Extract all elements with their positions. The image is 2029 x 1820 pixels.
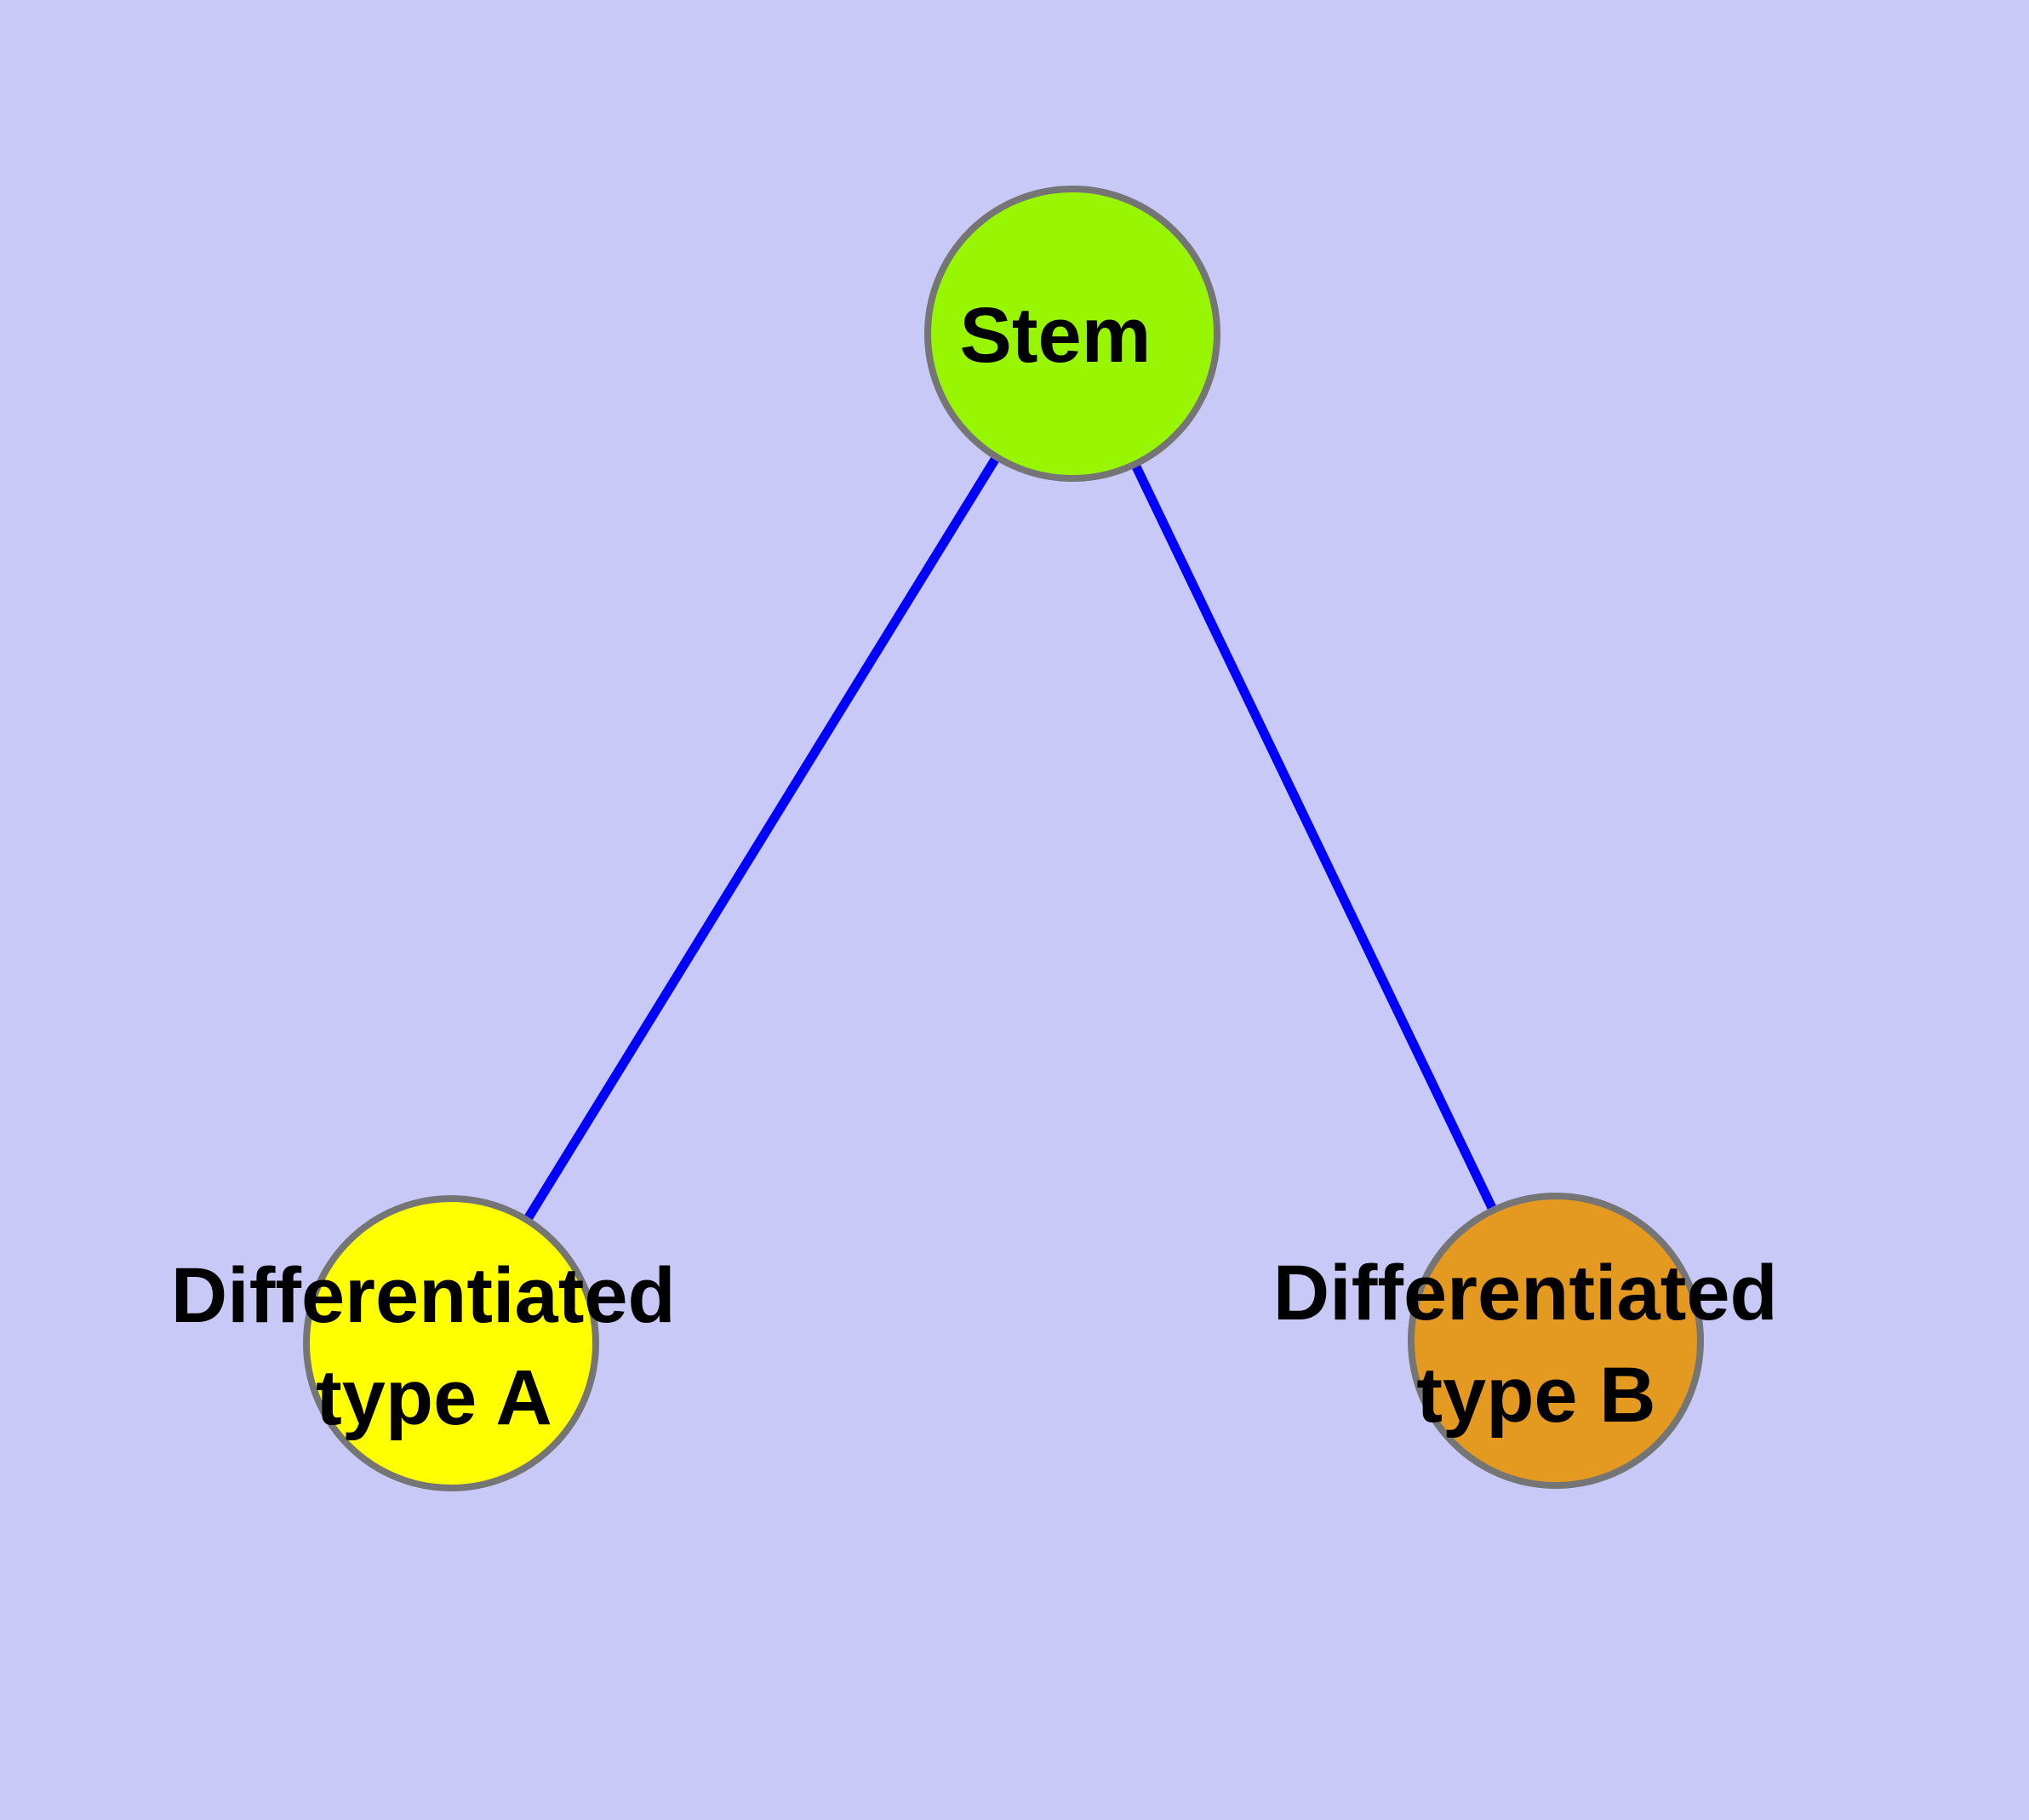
type-b-node-label: Differentiated type B [1273, 1250, 1800, 1439]
stem-node-label: Stem [960, 292, 1152, 379]
type-b-node-label-line1: Differentiated [1273, 1250, 1778, 1336]
edge-stem-to-type-a [447, 331, 1077, 1346]
stem-node-label-line: Stem [960, 292, 1152, 379]
type-a-node-label-line2: type A [316, 1354, 552, 1441]
node-differentiated-type-b: Differentiated type B [1273, 1193, 1800, 1489]
stem-node-circle [924, 186, 1220, 482]
type-a-node-label-line1: Differentiated [171, 1252, 676, 1339]
type-b-node-label-line2: type B [1416, 1352, 1655, 1439]
node-stem: Stem [924, 186, 1220, 482]
edge-stem-to-type-b [1068, 331, 1560, 1343]
type-b-node-circle [1408, 1193, 1704, 1489]
node-differentiated-type-a: Differentiated type A [171, 1195, 698, 1491]
type-a-node-label: Differentiated type A [171, 1252, 698, 1441]
type-a-node-circle [303, 1195, 599, 1491]
